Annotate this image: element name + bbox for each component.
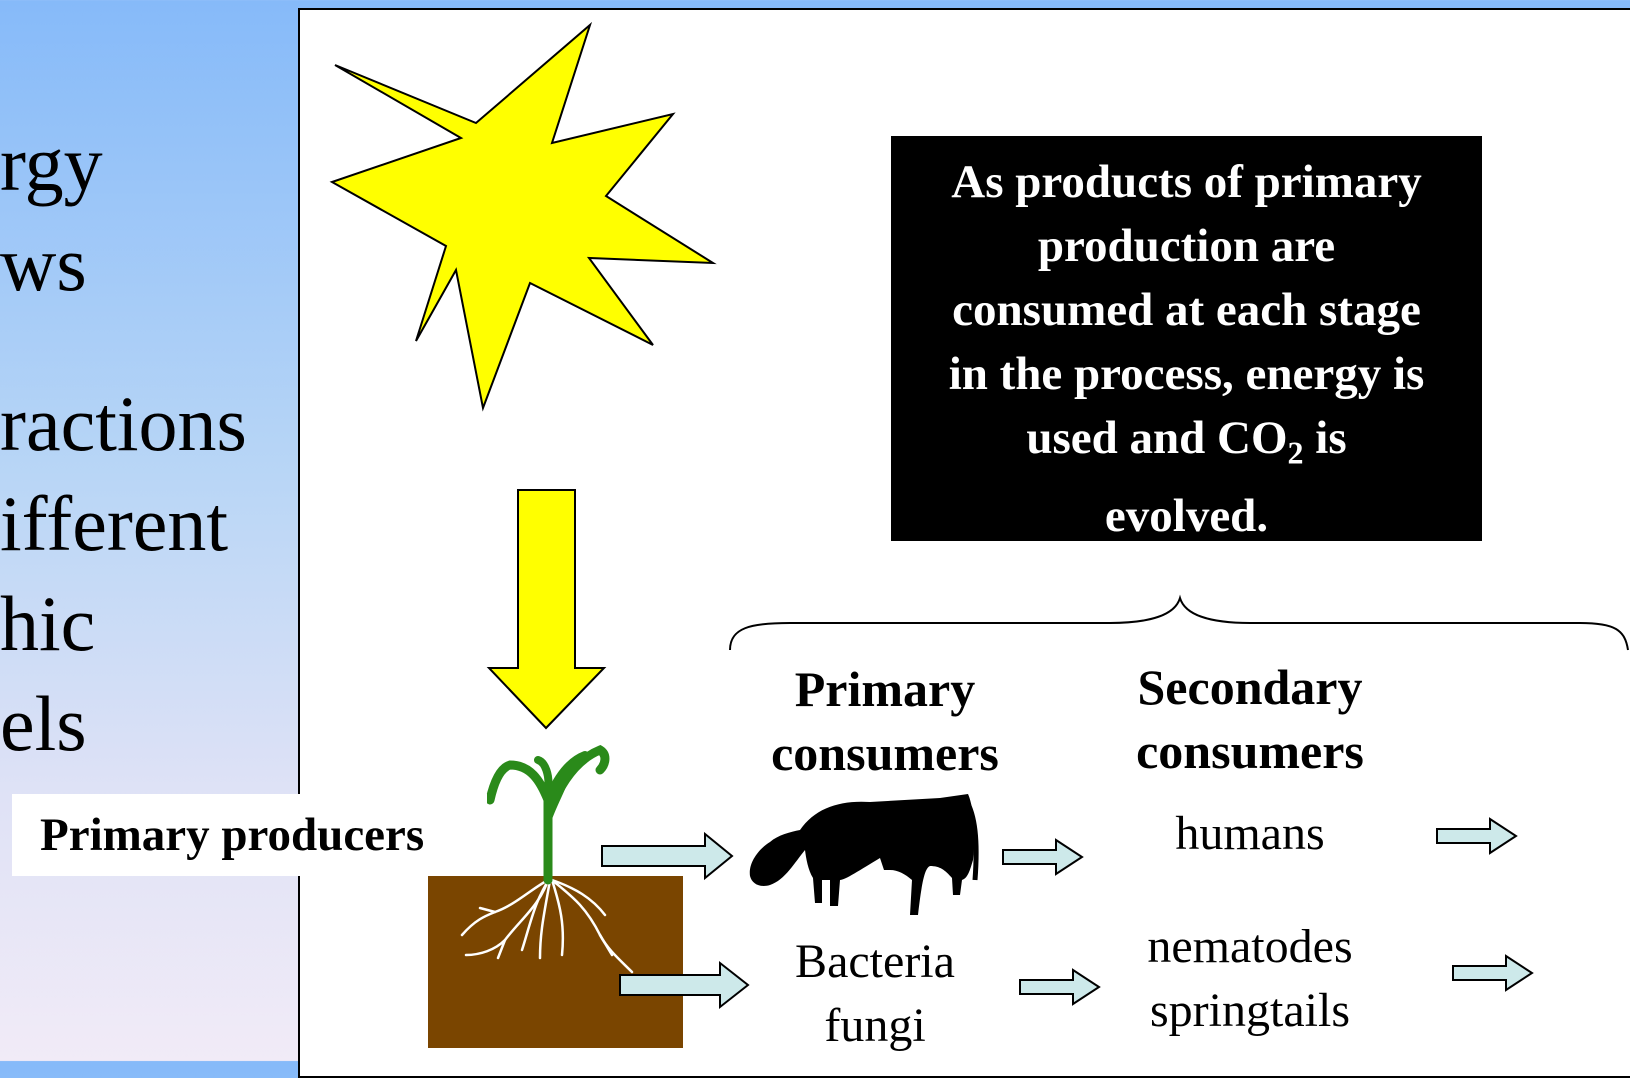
sunlight-arrow-icon: [489, 490, 604, 728]
springtails-label: springtails: [1110, 979, 1390, 1043]
info-box-line-5: used and CO2 is: [891, 406, 1482, 484]
secondary-consumers-heading: Secondary consumers: [1115, 655, 1385, 783]
bacteria-label: Bacteria: [760, 930, 990, 994]
arrow-cow-to-humans: [1003, 840, 1082, 874]
primary-consumers-line-2: consumers: [755, 721, 1015, 785]
info-box-co2-subscript: 2: [1288, 434, 1304, 470]
arrow-bacteria-to-nematodes: [1020, 970, 1099, 1004]
flow-arrows: [602, 819, 1532, 1007]
primary-consumers-line-1: Primary: [755, 657, 1015, 721]
humans-label: humans: [1135, 802, 1365, 866]
primary-consumers-heading: Primary consumers: [755, 657, 1015, 785]
nematodes-label: nematodes: [1110, 915, 1390, 979]
secondary-consumers-line-2: consumers: [1115, 719, 1385, 783]
info-box-line-1: As products of primary: [891, 150, 1482, 214]
cow-icon: [750, 794, 974, 915]
soil-block: [428, 876, 683, 1048]
arrow-humans-onward: [1437, 819, 1516, 853]
info-box-line-2: production are: [891, 214, 1482, 278]
arrow-producer-to-cow: [602, 834, 732, 878]
plant-icon: [490, 750, 605, 880]
info-box: As products of primary production are co…: [891, 136, 1482, 541]
info-box-line-5-post: is: [1304, 412, 1347, 464]
info-box-line-3: consumed at each stage: [891, 278, 1482, 342]
consumer-brace: [730, 598, 1628, 650]
primary-producers-label: Primary producers: [12, 794, 487, 876]
info-box-line-4: in the process, energy is: [891, 342, 1482, 406]
bacteria-fungi-label: Bacteria fungi: [760, 930, 990, 1058]
info-box-line-6: evolved.: [891, 484, 1482, 548]
nematodes-springtails-label: nematodes springtails: [1110, 915, 1390, 1043]
sun-icon: [332, 25, 713, 408]
fungi-label: fungi: [760, 994, 990, 1058]
secondary-consumers-line-1: Secondary: [1115, 655, 1385, 719]
arrow-nematodes-onward: [1453, 956, 1532, 990]
info-box-line-5-pre: used and CO: [1026, 412, 1287, 464]
